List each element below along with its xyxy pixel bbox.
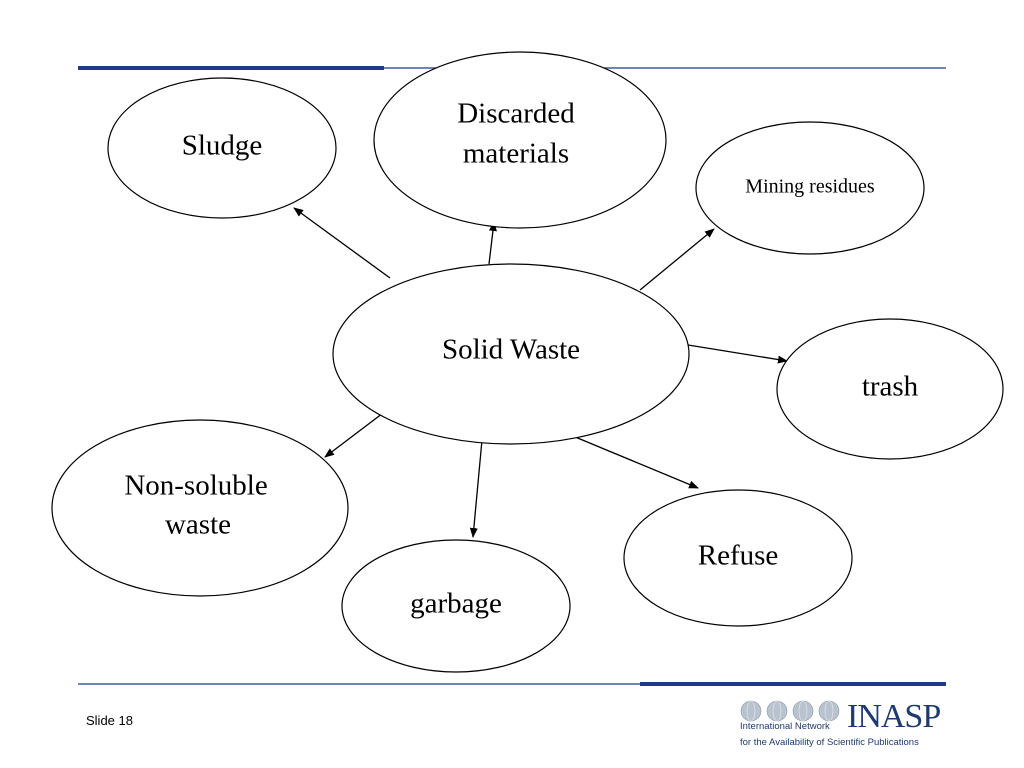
nonsoluble-label-line1: Non-soluble [124,470,267,502]
node-mining [695,121,925,255]
node-refuse [623,489,853,627]
slide-number: Slide 18 [86,713,133,728]
inasp-logo: International Network INASP for the Avai… [737,698,947,750]
bottom-rule-thick [640,682,946,686]
logo-network-text: International Network [740,721,830,732]
node-nonsoluble [51,419,349,597]
trash-label: trash [862,371,919,403]
logo-brand-text: INASP [847,698,941,735]
arrow-to-sludge [293,207,391,279]
discarded-label-line2: materials [463,138,569,170]
arrow-to-mining [639,228,715,291]
arrow-to-refuse [567,433,699,489]
globe-icon [740,700,840,722]
node-garbage [341,539,571,673]
arrow-to-trash [687,344,788,364]
node-trash [776,318,1004,460]
nonsoluble-label-line2: waste [165,509,231,541]
node-solid-waste [332,263,690,445]
arrow-to-nonsoluble [324,412,384,458]
mining-label: Mining residues [745,176,875,198]
node-sludge [107,77,337,219]
arrow-to-garbage [469,439,483,538]
discarded-label-line1: Discarded [457,98,575,130]
node-discarded [373,51,667,229]
refuse-label: Refuse [698,540,779,572]
top-rule-thick [78,66,384,70]
logo-tagline-text: for the Availability of Scientific Publi… [740,737,919,748]
solid-waste-label: Solid Waste [442,334,580,366]
sludge-label: Sludge [182,130,263,162]
arrow-to-discarded [488,221,497,265]
garbage-label: garbage [410,588,502,620]
